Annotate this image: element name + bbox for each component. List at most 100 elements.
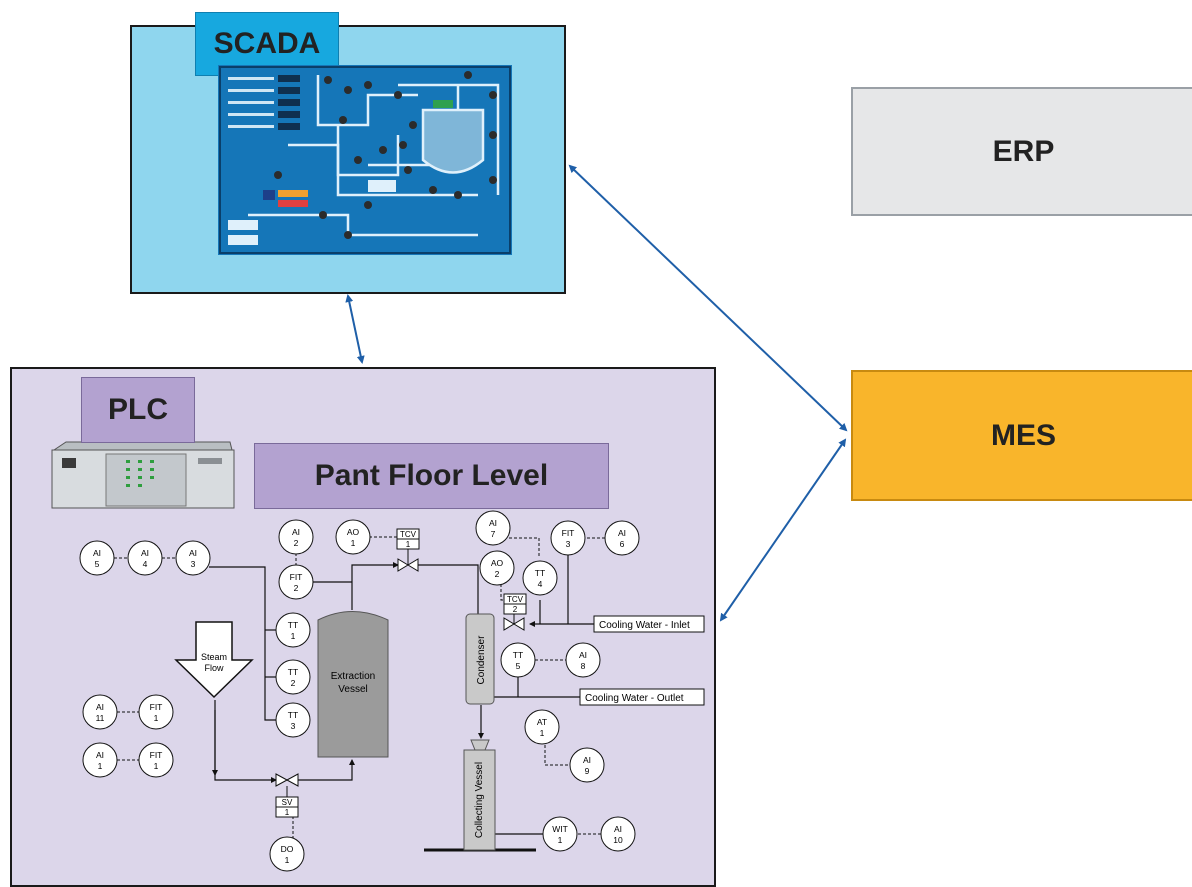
plc-device-image <box>51 441 235 509</box>
instrument-tt1: TT1 <box>275 612 311 648</box>
instrument-number: 3 <box>566 539 571 549</box>
instrument-tag: AI <box>96 750 104 760</box>
instrument-tag: FIT <box>150 702 163 712</box>
instrument-number: 5 <box>516 661 521 671</box>
instrument-tag: WIT <box>552 824 568 834</box>
instrument-circle <box>275 659 311 695</box>
tcv1-tag: TCV <box>400 530 417 539</box>
instrument-number: 8 <box>581 661 586 671</box>
steam-flow-label-1: Steam <box>201 652 227 662</box>
instrument-circle <box>569 747 605 783</box>
scada-plc-arrow <box>345 294 365 364</box>
instrument-tag: TT <box>288 620 298 630</box>
cooling-inlet-label: Cooling Water - Inlet <box>599 620 690 631</box>
instrument-number: 5 <box>95 559 100 569</box>
instrument-ai2: AI2 <box>278 519 314 555</box>
instrument-tag: AI <box>292 527 300 537</box>
instrument-tag: FIT <box>562 528 575 538</box>
tcv1-num: 1 <box>406 540 411 549</box>
scada-mes-arrow <box>568 164 848 432</box>
instrument-ai1: AI1 <box>82 742 118 778</box>
instrument-number: 4 <box>538 579 543 589</box>
instrument-at1: AT1 <box>524 709 560 745</box>
steam-flow-label-2: Flow <box>204 663 224 673</box>
instrument-tag: FIT <box>290 572 303 582</box>
erp-box: ERP <box>851 87 1192 216</box>
instrument-number: 3 <box>291 721 296 731</box>
instrument-ai5: AI5 <box>79 540 115 576</box>
condenser-label: Condenser <box>476 635 487 685</box>
plant-floor-title: Pant Floor Level <box>254 443 609 509</box>
instrument-ai4: AI4 <box>127 540 163 576</box>
mes-box: MES <box>851 370 1192 501</box>
instrument-tt2: TT2 <box>275 659 311 695</box>
instrument-tag: AT <box>537 717 547 727</box>
instrument-tag: AI <box>489 518 497 528</box>
instrument-circle <box>138 742 174 778</box>
instrument-number: 1 <box>558 835 563 845</box>
instrument-tag: AI <box>93 548 101 558</box>
instrument-tag: AO <box>491 558 504 568</box>
collecting-vessel-label: Collecting Vessel <box>474 762 485 838</box>
instrument-number: 1 <box>98 761 103 771</box>
instrument-tag: TT <box>288 667 298 677</box>
steam-flow-arrow: Steam Flow <box>174 621 254 699</box>
instrument-tag: AI <box>96 702 104 712</box>
sv1-num: 1 <box>285 808 290 817</box>
instrument-number: 3 <box>191 559 196 569</box>
instrument-number: 4 <box>143 559 148 569</box>
instrument-circle <box>138 694 174 730</box>
instrument-tag: TT <box>513 650 523 660</box>
instrument-ai8: AI8 <box>565 642 601 678</box>
instrument-circle <box>522 560 558 596</box>
scada-readouts <box>278 75 300 130</box>
instrument-tag: AI <box>141 548 149 558</box>
cooling-outlet-label: Cooling Water - Outlet <box>585 693 684 704</box>
sv1-valve <box>275 773 299 818</box>
instrument-tt3: TT3 <box>275 702 311 738</box>
process-lines <box>209 553 594 852</box>
tcv2-valve <box>503 593 527 631</box>
extraction-vessel-label-1: Extraction <box>331 671 375 682</box>
sv1-tag: SV <box>282 798 293 807</box>
instrument-number: 2 <box>291 678 296 688</box>
instrument-tag: AO <box>347 527 360 537</box>
scada-screen-image <box>218 65 512 255</box>
instrument-circle <box>565 642 601 678</box>
cooling-inlet-box <box>593 615 705 633</box>
instrument-tt5: TT5 <box>500 642 536 678</box>
instrument-tag: AI <box>579 650 587 660</box>
tcv1-valve <box>396 528 420 572</box>
instrument-circle <box>335 519 371 555</box>
instrument-number: 9 <box>585 766 590 776</box>
instrument-circle <box>275 702 311 738</box>
instrument-ao1: AO1 <box>335 519 371 555</box>
instrument-circle <box>278 519 314 555</box>
tcv2-num: 2 <box>513 605 518 614</box>
extraction-vessel: Extraction Vessel <box>317 611 389 758</box>
instrument-circle <box>127 540 163 576</box>
instrument-circle <box>475 510 511 546</box>
instrument-ai9: AI9 <box>569 747 605 783</box>
instrument-circle <box>604 520 640 556</box>
instrument-number: 2 <box>495 569 500 579</box>
scada-reactor <box>421 108 485 174</box>
instrument-number: 1 <box>291 631 296 641</box>
instrument-bubbles: AI5AI4AI3AI2AO1FIT2TT1TT2TT3AI11FIT1AI1F… <box>79 510 640 872</box>
instrument-ao2: AO2 <box>479 550 515 586</box>
instrument-tag: AI <box>583 755 591 765</box>
instrument-number: 1 <box>285 855 290 865</box>
instrument-number: 7 <box>491 529 496 539</box>
instrument-tag: AI <box>618 528 626 538</box>
instrument-number: 2 <box>294 583 299 593</box>
instrument-tag: TT <box>288 710 298 720</box>
plc-label: PLC <box>81 377 195 443</box>
instrument-number: 2 <box>294 538 299 548</box>
instrument-do1: DO1 <box>269 836 305 872</box>
